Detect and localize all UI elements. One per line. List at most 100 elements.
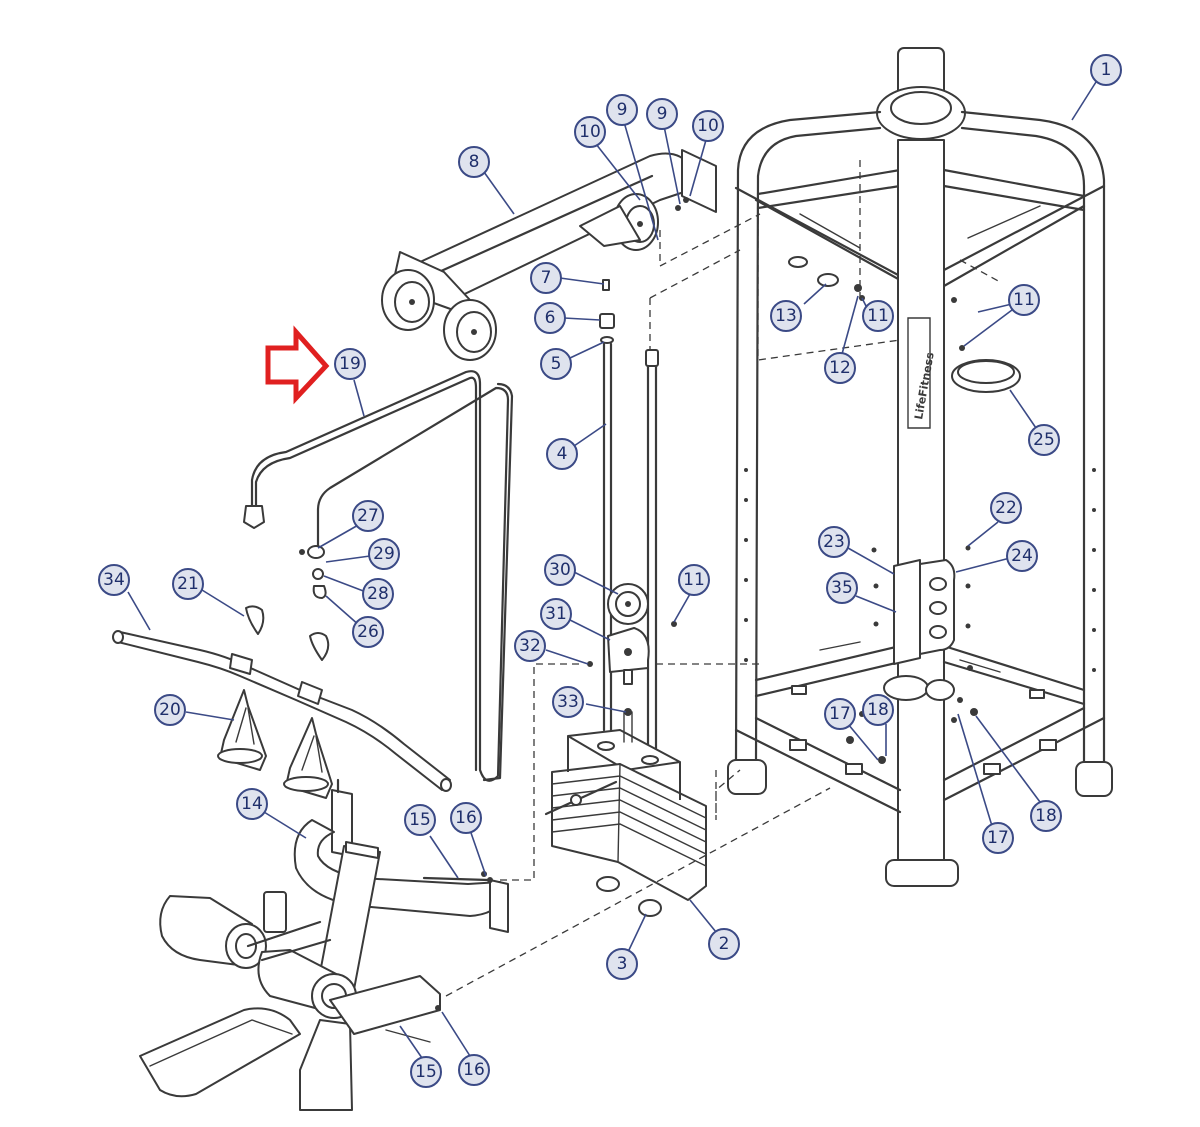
callout-11c: 11 [862,300,894,332]
callout-34: 34 [98,564,130,596]
svg-text:11: 11 [1013,290,1035,310]
svg-text:32: 32 [519,636,541,656]
callout-1: 1 [1090,54,1122,86]
callout-26: 26 [352,616,384,648]
cable-assembly [243,370,514,782]
callout-10a: 10 [574,116,606,148]
svg-text:17: 17 [829,704,851,724]
callout-15b: 15 [410,1056,442,1088]
seat-assembly [139,663,831,1111]
svg-text:20: 20 [159,700,181,720]
svg-text:33: 33 [557,692,579,712]
svg-text:35: 35 [831,578,853,598]
callout-12: 12 [824,352,856,384]
svg-text:9: 9 [617,100,628,120]
callout-8: 8 [458,146,490,178]
svg-text:26: 26 [357,622,379,642]
callout-16b: 16 [458,1054,490,1086]
callout-16a: 16 [450,802,482,834]
callout-17b: 17 [982,822,1014,854]
callout-29: 29 [368,538,400,570]
svg-text:19: 19 [339,354,361,374]
highlight-arrow [265,325,330,405]
svg-text:18: 18 [1035,806,1057,826]
weight-stack [544,729,741,917]
callout-21: 21 [172,568,204,600]
callout-25: 25 [1028,424,1060,456]
callout-17a: 17 [824,698,856,730]
top-boom-assembly [381,149,761,361]
svg-text:3: 3 [617,954,628,974]
callout-19: 19 [334,348,366,380]
callout-2: 2 [708,928,740,960]
lat-bar [112,630,452,792]
callout-32: 32 [514,630,546,662]
svg-text:30: 30 [549,560,571,580]
svg-text:2: 2 [719,934,730,954]
svg-text:31: 31 [545,604,567,624]
callout-33: 33 [552,686,584,718]
svg-text:22: 22 [995,498,1017,518]
callout-14: 14 [236,788,268,820]
frame-assembly: LifeFitness [727,47,1113,887]
svg-text:5: 5 [551,354,562,374]
callout-9a: 9 [606,94,638,126]
callout-10b: 10 [692,110,724,142]
svg-text:15: 15 [409,810,431,830]
svg-text:28: 28 [367,584,389,604]
callout-4: 4 [546,438,578,470]
callout-7: 7 [530,262,562,294]
svg-text:8: 8 [469,152,480,172]
selector-carriage [587,583,760,743]
guide-rods [599,249,741,762]
callout-30: 30 [544,554,576,586]
callout-bubbles: 1 2 3 4 5 6 7 8 9 9 10 10 11 11 11 12 13… [98,54,1122,1088]
callout-24: 24 [1006,540,1038,572]
callout-27: 27 [352,500,384,532]
svg-text:34: 34 [103,570,125,590]
clip-hardware [245,545,330,661]
svg-text:29: 29 [373,544,395,564]
svg-text:10: 10 [697,116,719,136]
svg-text:1: 1 [1101,60,1112,80]
svg-text:7: 7 [541,268,552,288]
callout-20: 20 [154,694,186,726]
callout-23: 23 [818,526,850,558]
callout-22: 22 [990,492,1022,524]
svg-text:17: 17 [987,828,1009,848]
svg-text:27: 27 [357,506,379,526]
callout-28: 28 [362,578,394,610]
callout-11a: 11 [678,564,710,596]
callout-5: 5 [540,348,572,380]
svg-text:9: 9 [657,104,668,124]
svg-text:4: 4 [557,444,568,464]
callout-13: 13 [770,300,802,332]
svg-text:6: 6 [545,308,556,328]
callout-11b: 11 [1008,284,1040,316]
callout-6: 6 [534,302,566,334]
frame-hardware [788,256,1021,764]
stirrup-handles [217,689,333,799]
callout-9b: 9 [646,98,678,130]
callout-18a: 18 [862,694,894,726]
svg-text:18: 18 [867,700,889,720]
callout-31: 31 [540,598,572,630]
svg-text:13: 13 [775,306,797,326]
svg-text:11: 11 [867,306,889,326]
svg-text:14: 14 [241,794,263,814]
svg-text:25: 25 [1033,430,1055,450]
svg-text:16: 16 [455,808,477,828]
svg-text:23: 23 [823,532,845,552]
svg-text:16: 16 [463,1060,485,1080]
svg-text:10: 10 [579,122,601,142]
svg-text:12: 12 [829,358,851,378]
svg-text:11: 11 [683,570,705,590]
svg-text:21: 21 [177,574,199,594]
callout-35: 35 [826,572,858,604]
svg-text:24: 24 [1011,546,1033,566]
leader-lines [127,81,1097,1059]
callout-15a: 15 [404,804,436,836]
callout-3: 3 [606,948,638,980]
svg-text:15: 15 [415,1062,437,1082]
